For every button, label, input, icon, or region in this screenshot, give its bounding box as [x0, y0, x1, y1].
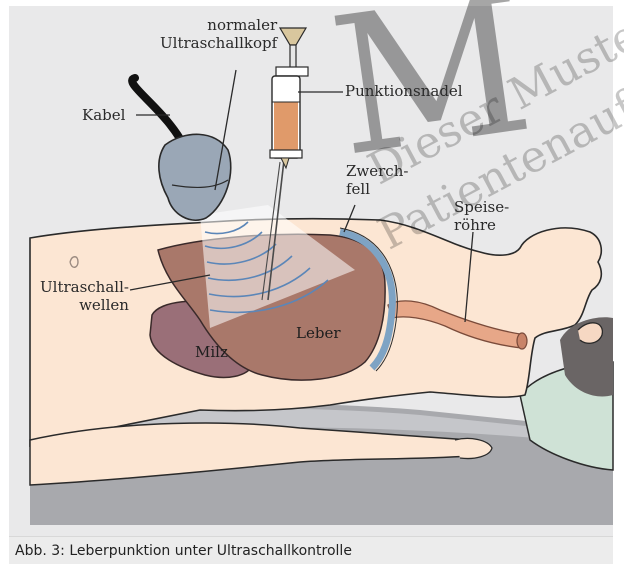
label-cable: Kabel: [82, 106, 125, 124]
label-liver: Leber: [296, 324, 341, 342]
ultrasound-probe-graphic: [132, 78, 231, 220]
label-waves: Ultraschall- wellen: [40, 278, 129, 314]
label-probe: normaler Ultraschallkopf: [160, 16, 277, 52]
esophagus-end: [517, 333, 527, 349]
label-esophagus: Speise- röhre: [454, 198, 509, 234]
label-needle: Punktionsnadel: [345, 82, 463, 100]
figure-caption: Abb. 3: Leberpunktion unter Ultraschallk…: [9, 536, 613, 564]
label-diaphragm: Zwerch- fell: [346, 162, 408, 198]
label-spleen: Milz: [195, 343, 228, 361]
